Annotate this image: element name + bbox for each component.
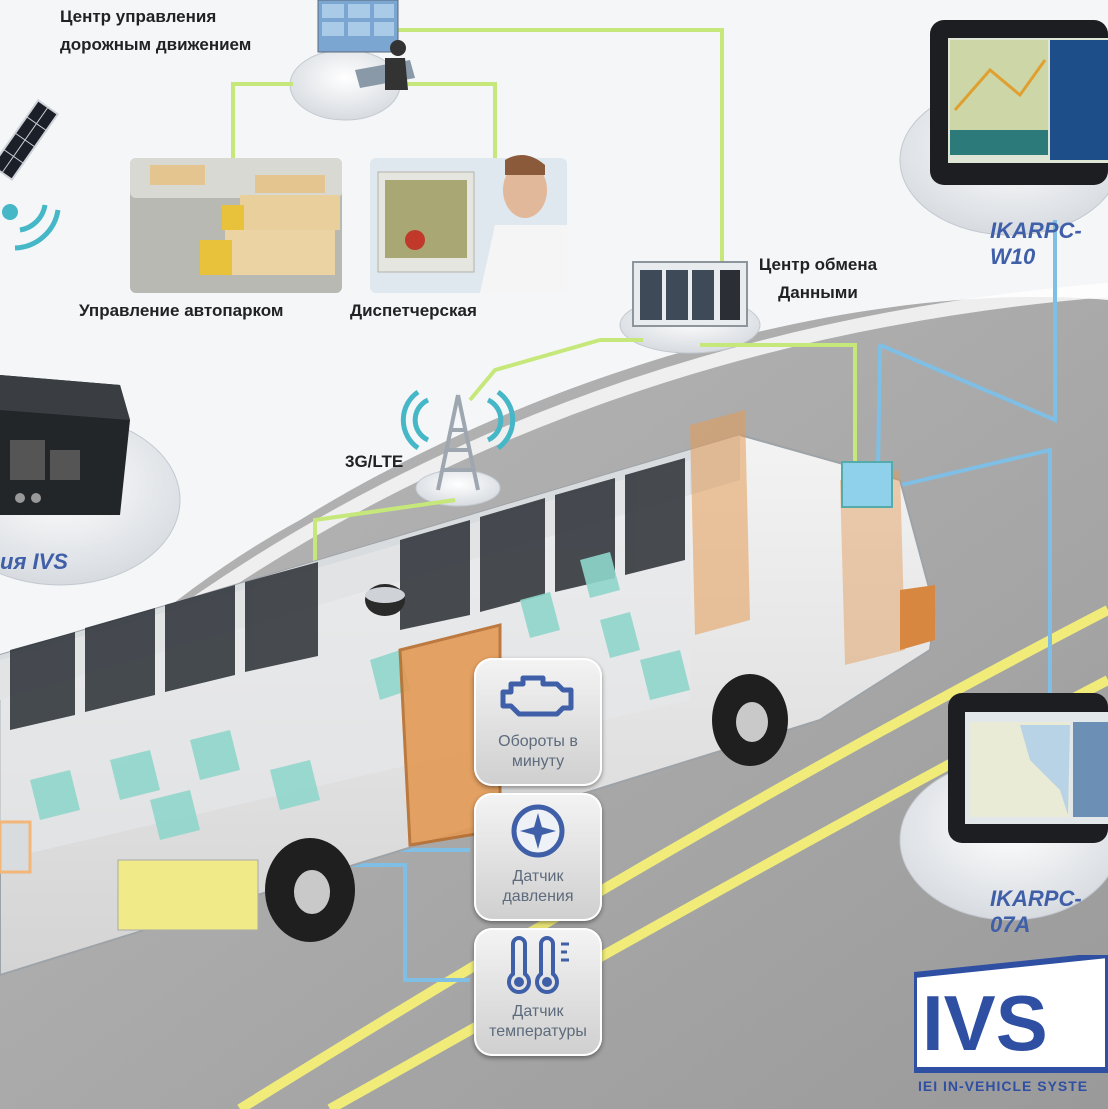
sensor-tile-pressure-label: Датчик давления <box>474 867 602 907</box>
sensor-tile-temperature-label-line2: температуры <box>489 1023 587 1040</box>
traffic-center-label-line2: дорожным движением <box>60 35 252 54</box>
ivs-box-computer <box>0 375 130 515</box>
sensor-tile-pressure-label-line2: давления <box>502 888 574 905</box>
sensor-tile-rpm: Обороты в минуту <box>474 658 602 786</box>
pressure-gauge-icon <box>511 804 565 858</box>
tablet-ikarpc-07a <box>948 693 1108 843</box>
bus <box>0 410 937 977</box>
traffic-center-label-line1: Центр управления <box>60 7 217 26</box>
fleet-photo <box>130 158 342 293</box>
data-center-server-icon <box>632 261 748 327</box>
data-center-label-line1: Центр обмена <box>758 255 878 274</box>
engine-icon <box>500 675 574 717</box>
tablet-ikarpc-w10 <box>930 20 1108 185</box>
cell-tower-icon <box>400 389 516 491</box>
sensor-tile-temperature-label-line1: Датчик <box>512 1003 564 1020</box>
traffic-control-center-icon <box>317 0 415 90</box>
ivs-logo-mark: IVS <box>914 955 1108 1073</box>
thermometer-icon <box>507 936 569 994</box>
ivs-logo: IVS IEI IN-VEHICLE SYSTE <box>914 955 1108 1109</box>
network-label: 3G/LTE <box>345 452 404 471</box>
sensor-tile-rpm-label-line1: Обороты в <box>498 733 578 750</box>
sensor-tile-pressure: Датчик давления <box>474 793 602 921</box>
ivs-logo-text: IVS <box>922 979 1048 1067</box>
sensor-tile-rpm-label: Обороты в минуту <box>474 732 602 772</box>
tablet-bottom-label: IKARPC-07A <box>990 886 1082 937</box>
ivs-logo-tagline: IEI IN-VEHICLE SYSTE <box>918 1078 1089 1094</box>
satellite-icon <box>0 98 61 251</box>
dispatch-label: Диспетчерская <box>350 301 477 320</box>
fleet-label: Управление автопарком <box>79 301 284 320</box>
bus-wheels <box>265 674 788 942</box>
sensor-tile-rpm-label-line2: минуту <box>511 753 565 770</box>
tablet-top-label: IKARPC-W10 <box>990 218 1082 269</box>
ivs-system-label: ия IVS <box>0 549 68 574</box>
sensor-tile-temperature: Датчик температуры <box>474 928 602 1056</box>
dispatch-photo <box>370 155 567 293</box>
traffic-center-label: Центр управления дорожным движением <box>60 3 251 59</box>
sensor-tile-pressure-label-line1: Датчик <box>512 868 564 885</box>
data-center-label-line2: Данными <box>778 283 858 302</box>
sensor-tile-temperature-label: Датчик температуры <box>474 1002 602 1042</box>
data-center-label: Центр обмена Данными <box>748 251 888 307</box>
